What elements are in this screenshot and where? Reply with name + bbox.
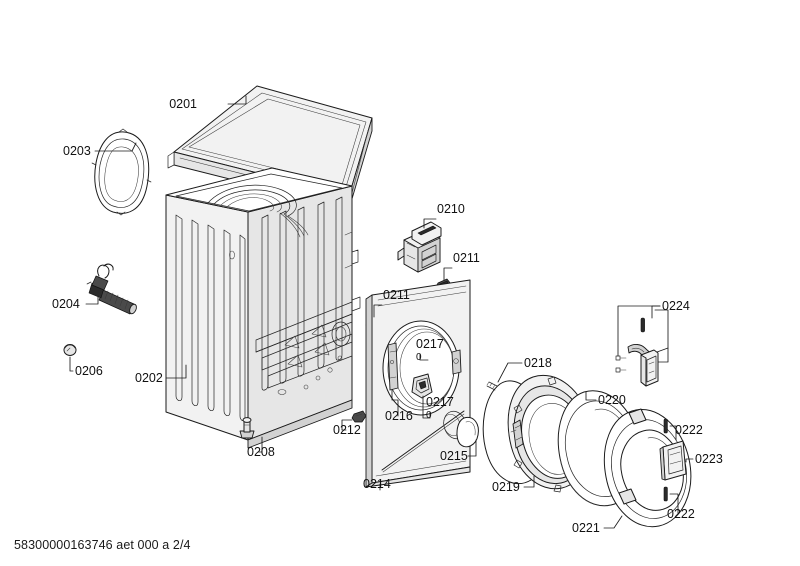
label-0201: 0201 [169,97,197,111]
label-0216: 0216 [385,409,413,423]
label-0211-left: 0211 [383,288,410,302]
label-0221: 0221 [572,521,600,535]
part-door-handle [659,440,687,481]
part-cap-screw-cover [351,410,367,423]
label-0217-upper: 0217 [416,337,444,351]
leader-lines [69,95,694,529]
label-0203: 0203 [63,144,91,158]
label-0217-lower-marker: 0 [426,410,432,421]
label-0208: 0208 [247,445,275,459]
label-0202: 0202 [135,371,163,385]
label-0219: 0219 [492,480,520,494]
footer-caption: 58300000163746 aet 000 a 2/4 [14,538,191,552]
label-0214: 0214 [363,477,391,491]
label-0210: 0210 [437,202,465,216]
label-0220: 0220 [598,393,626,407]
part-front-panel [365,279,479,488]
part-pin-upper [663,418,668,434]
label-0223: 0223 [695,452,723,466]
label-0204: 0204 [52,297,80,311]
part-labels: 0201 0203 0204 0202 0206 0208 0210 0211 … [52,97,723,535]
part-pin-lower [663,486,668,502]
label-0212: 0212 [333,423,361,437]
part-adjustable-foot [239,417,255,439]
label-0218: 0218 [524,356,552,370]
part-lid-gasket [91,128,152,216]
label-0222-lower: 0222 [667,507,695,521]
part-cap-plug [63,344,77,356]
label-0224: 0224 [662,299,690,313]
label-0211-upper: 0211 [453,251,480,265]
part-door-interlock [397,221,442,273]
part-cabinet-housing [165,167,361,449]
part-latch-kit [615,317,659,387]
label-0206: 0206 [75,364,103,378]
label-0217-lower: 0217 [426,395,454,409]
label-0222-upper: 0222 [675,423,703,437]
label-0215: 0215 [440,449,468,463]
part-hose-clamp [86,263,137,315]
label-0217-upper-marker: 0 [416,352,422,363]
